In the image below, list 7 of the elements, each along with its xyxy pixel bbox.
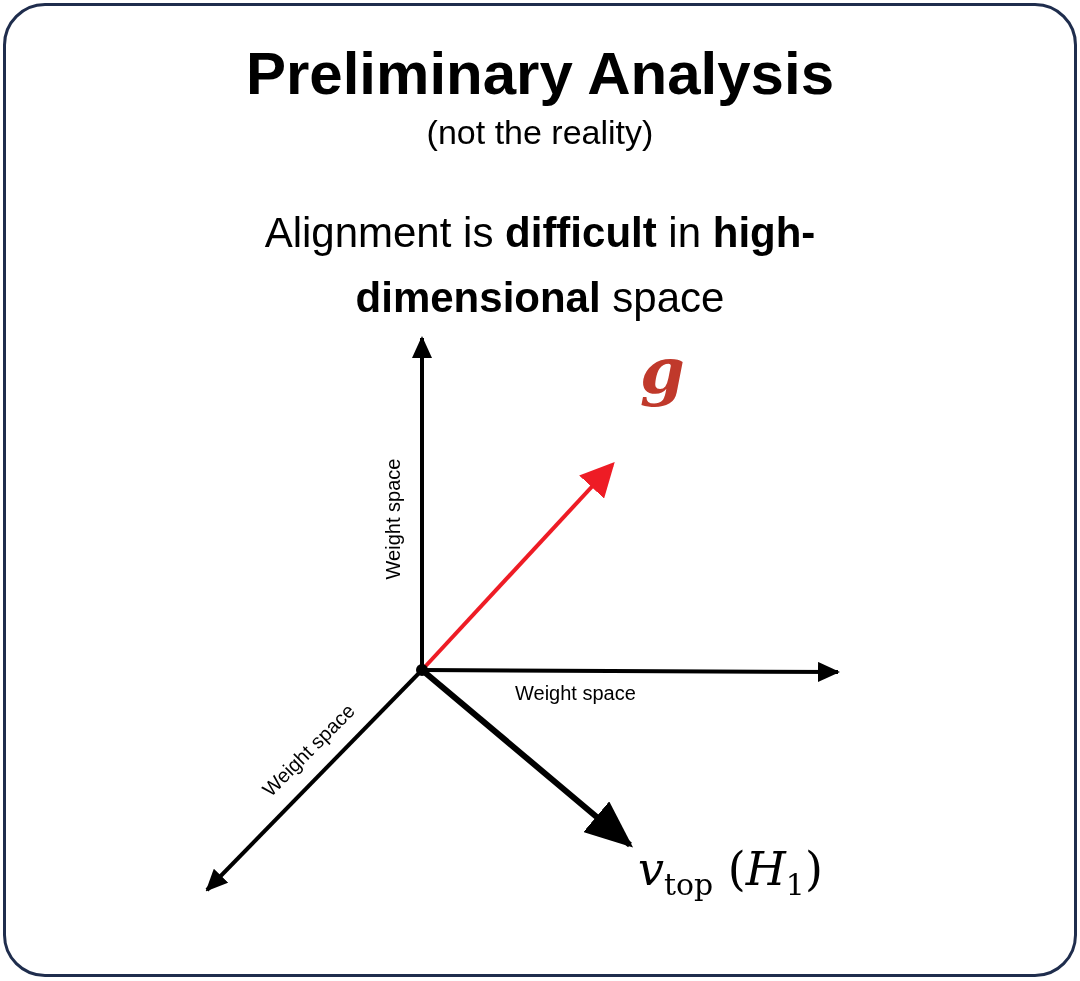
subtitle: (not the reality) (425, 112, 655, 153)
vector-label: v$_{top}$ (H$_{1}$) (638, 842, 823, 904)
statement-text: Alignment is difficult in high-dimensional space (263, 208, 817, 324)
axis-label: Weight space (515, 681, 636, 705)
axis-label: Weight space (381, 458, 406, 580)
title: Preliminary Analysis (244, 39, 836, 109)
vector-label: g (640, 333, 685, 410)
